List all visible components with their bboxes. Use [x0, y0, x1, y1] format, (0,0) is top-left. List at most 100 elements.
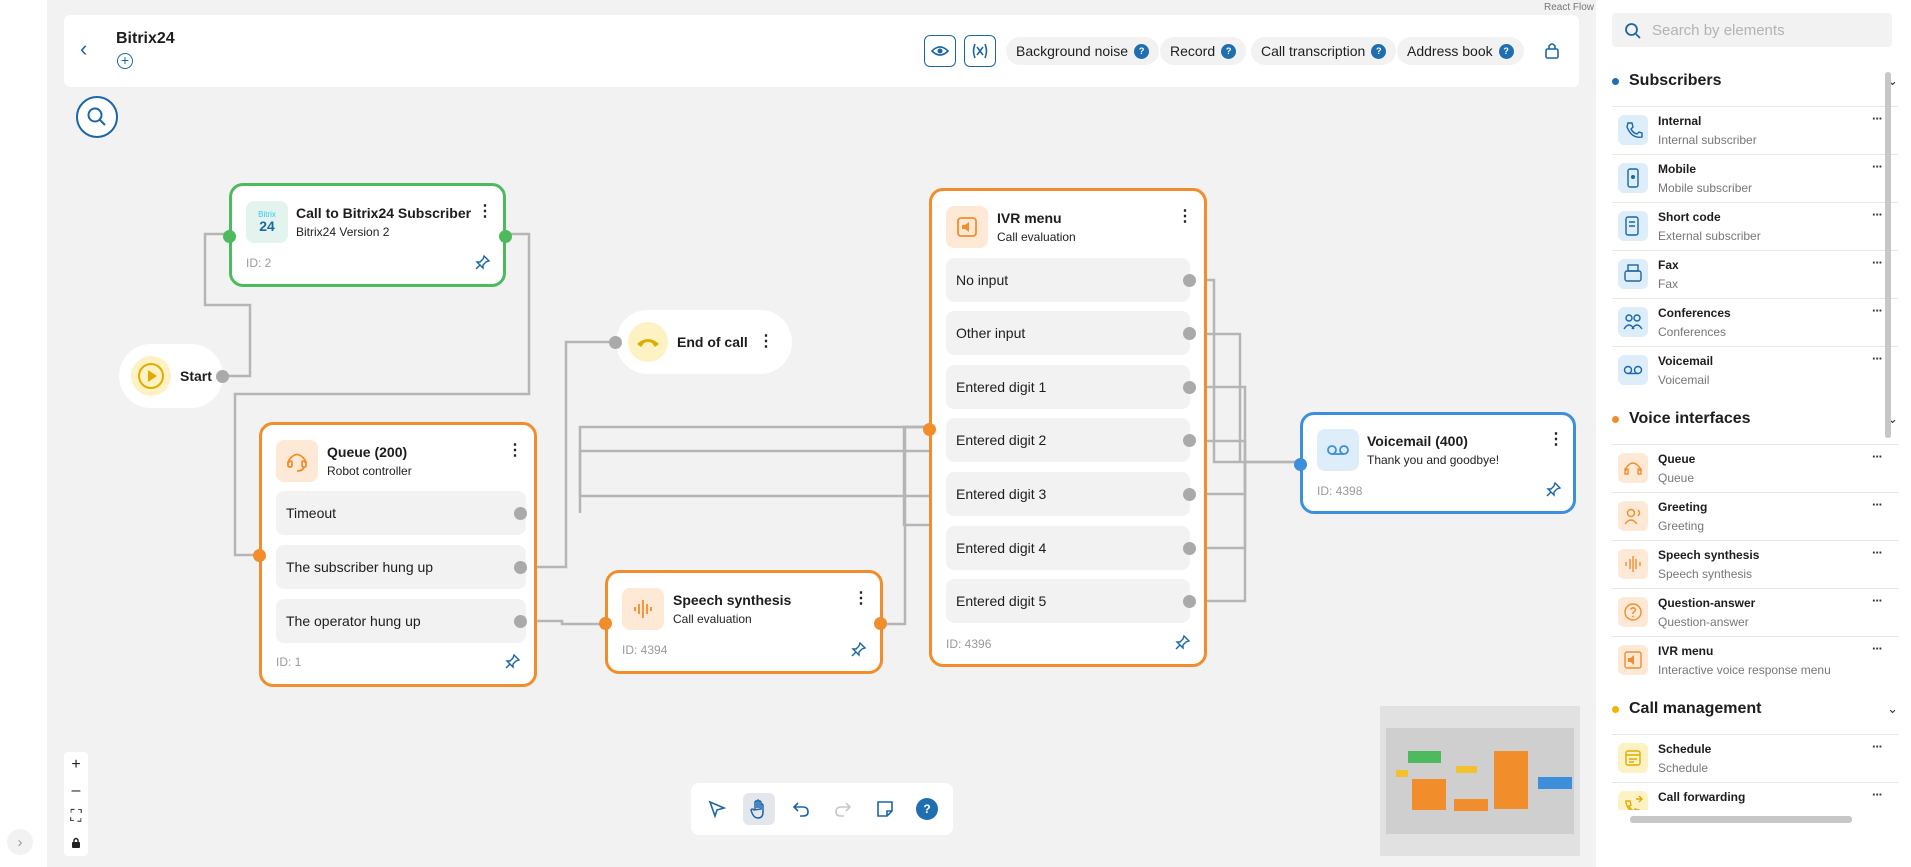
output-port[interactable]: [514, 507, 527, 520]
sidebar-vertical-scrollbar[interactable]: [1885, 72, 1891, 438]
section-voice-interfaces[interactable]: Voice interfaces ⌄: [1612, 398, 1898, 440]
input-port[interactable]: [1294, 458, 1307, 471]
zoom-in-icon[interactable]: +: [71, 756, 81, 773]
output-port[interactable]: [499, 230, 512, 243]
node-speech-synthesis[interactable]: Speech synthesis Call evaluation ⋮ ID: 4…: [599, 570, 887, 674]
more-icon[interactable]: ⋮: [853, 590, 869, 607]
ivr-row-digit-4[interactable]: Entered digit 4: [946, 526, 1190, 570]
select-tool-button[interactable]: [701, 793, 733, 825]
more-icon[interactable]: ···: [1872, 787, 1883, 802]
output-port[interactable]: [514, 615, 527, 628]
sidebar-item-speech-synthesis[interactable]: Speech synthesis Speech synthesis ···: [1612, 540, 1898, 588]
back-arrow-icon[interactable]: ‹: [80, 36, 88, 61]
section-subscribers[interactable]: Subscribers ⌄: [1612, 60, 1898, 102]
sidebar-item-internal[interactable]: Internal Internal subscriber ···: [1612, 106, 1898, 154]
more-icon[interactable]: ···: [1872, 303, 1883, 318]
help-icon[interactable]: ?: [1371, 43, 1387, 59]
sidebar-item-schedule[interactable]: Schedule Schedule ···: [1612, 734, 1898, 782]
more-icon[interactable]: ···: [1872, 449, 1883, 464]
pin-icon[interactable]: [1175, 634, 1191, 650]
more-icon[interactable]: ···: [1872, 641, 1883, 656]
output-port[interactable]: [514, 561, 527, 574]
fit-view-icon[interactable]: ⛶: [70, 808, 82, 825]
chevron-down-icon[interactable]: ⌄: [1887, 411, 1898, 426]
undo-button[interactable]: [785, 793, 817, 825]
output-port[interactable]: [874, 617, 887, 630]
more-icon[interactable]: ⋮: [477, 203, 493, 220]
more-icon[interactable]: ···: [1872, 207, 1883, 222]
more-icon[interactable]: ···: [1872, 739, 1883, 754]
help-icon[interactable]: ?: [1221, 43, 1237, 59]
sidebar-item-voicemail[interactable]: Voicemail Voicemail ···: [1612, 346, 1898, 394]
sidebar-item-short-code[interactable]: Short code External subscriber ···: [1612, 202, 1898, 250]
ivr-row-digit-1[interactable]: Entered digit 1: [946, 365, 1190, 409]
queue-row-timeout[interactable]: Timeout: [276, 491, 526, 535]
eye-settings-button[interactable]: [924, 35, 956, 67]
pin-icon[interactable]: [475, 254, 491, 270]
search-input[interactable]: [1652, 13, 1882, 47]
call-transcription-toggle[interactable]: Call transcription?: [1251, 37, 1397, 65]
ivr-row-digit-5[interactable]: Entered digit 5: [946, 579, 1190, 623]
node-end-of-call[interactable]: End of call ⋮: [609, 310, 792, 374]
more-icon[interactable]: ⋮: [758, 333, 774, 350]
pin-icon[interactable]: [851, 641, 867, 657]
more-icon[interactable]: ···: [1872, 255, 1883, 270]
chevron-down-icon[interactable]: ⌄: [1887, 73, 1898, 88]
variables-button[interactable]: [964, 35, 996, 67]
sidebar-item-conferences[interactable]: Conferences Conferences ···: [1612, 298, 1898, 346]
more-icon[interactable]: ···: [1872, 351, 1883, 366]
output-port[interactable]: [1183, 542, 1196, 555]
background-noise-toggle[interactable]: Background noise?: [1006, 37, 1160, 65]
queue-row-operator-hung-up[interactable]: The operator hung up: [276, 599, 526, 643]
input-port[interactable]: [609, 336, 622, 349]
ivr-row-other-input[interactable]: Other input: [946, 311, 1190, 355]
output-port[interactable]: [1183, 488, 1196, 501]
redo-button[interactable]: [827, 793, 859, 825]
sidebar-item-mobile[interactable]: Mobile Mobile subscriber ···: [1612, 154, 1898, 202]
lock-view-icon[interactable]: [64, 830, 88, 856]
help-icon[interactable]: ?: [1134, 43, 1150, 59]
more-icon[interactable]: ···: [1872, 159, 1883, 174]
sidebar-horizontal-scrollbar[interactable]: [1630, 816, 1852, 823]
help-icon[interactable]: ?: [1498, 43, 1514, 59]
node-queue[interactable]: Queue (200) Robot controller ⋮ Timeout T…: [253, 422, 537, 687]
ivr-row-digit-2[interactable]: Entered digit 2: [946, 418, 1190, 462]
input-port[interactable]: [253, 549, 266, 562]
input-port[interactable]: [223, 230, 236, 243]
more-icon[interactable]: ⋮: [507, 442, 523, 459]
sticky-note-button[interactable]: [869, 793, 901, 825]
pin-icon[interactable]: [1546, 481, 1562, 497]
output-port[interactable]: [1183, 381, 1196, 394]
expand-rail-icon[interactable]: ›: [7, 829, 33, 855]
pan-tool-button[interactable]: [743, 793, 775, 825]
section-call-management[interactable]: Call management ⌄: [1612, 688, 1898, 730]
minimap[interactable]: [1380, 706, 1580, 856]
zoom-out-icon[interactable]: –: [71, 782, 81, 799]
add-circle-icon[interactable]: +: [117, 53, 133, 69]
lock-icon[interactable]: [1544, 41, 1560, 59]
sidebar-item-fax[interactable]: Fax Fax ···: [1612, 250, 1898, 298]
react-flow-attribution[interactable]: React Flow: [1544, 2, 1595, 13]
output-port[interactable]: [1183, 274, 1196, 287]
sidebar-item-greeting[interactable]: Greeting Greeting ···: [1612, 492, 1898, 540]
chevron-down-icon[interactable]: ⌄: [1887, 701, 1898, 716]
more-icon[interactable]: ···: [1872, 545, 1883, 560]
ivr-row-digit-3[interactable]: Entered digit 3: [946, 472, 1190, 516]
more-icon[interactable]: ⋮: [1548, 431, 1564, 448]
more-icon[interactable]: ···: [1872, 111, 1883, 126]
pin-icon[interactable]: [505, 653, 521, 669]
queue-row-subscriber-hung-up[interactable]: The subscriber hung up: [276, 545, 526, 589]
sidebar-item-call-forwarding[interactable]: Call forwarding ···: [1612, 782, 1898, 810]
more-icon[interactable]: ···: [1872, 497, 1883, 512]
record-toggle[interactable]: Record?: [1160, 37, 1247, 65]
input-port[interactable]: [923, 423, 936, 436]
output-port[interactable]: [1183, 434, 1196, 447]
address-book-toggle[interactable]: Address book?: [1397, 37, 1524, 65]
canvas-search-button[interactable]: [76, 96, 118, 138]
more-icon[interactable]: ⋮: [1177, 208, 1193, 225]
more-icon[interactable]: ···: [1872, 593, 1883, 608]
input-port[interactable]: [599, 617, 612, 630]
sidebar-item-ivr-menu[interactable]: IVR menu Interactive voice response menu…: [1612, 636, 1898, 684]
output-port[interactable]: [1183, 595, 1196, 608]
node-ivr-menu[interactable]: IVR menu Call evaluation ⋮ No input Othe…: [923, 188, 1207, 667]
